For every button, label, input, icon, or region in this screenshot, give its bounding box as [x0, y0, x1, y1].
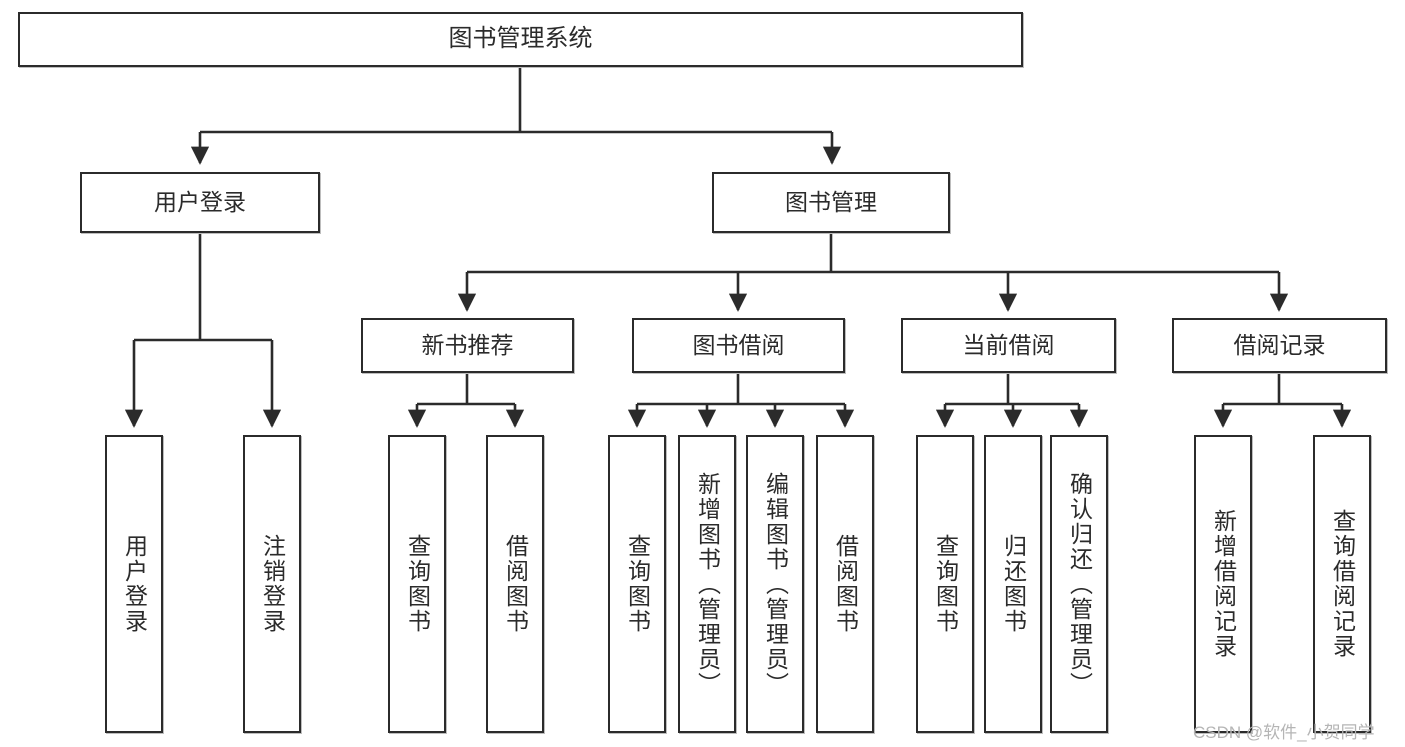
node-leaf-query-book-borrow-label: 查询图书 — [624, 534, 651, 634]
node-leaf-add-book[interactable]: 新增图书（管理员） — [678, 435, 736, 733]
node-root[interactable]: 图书管理系统 — [18, 12, 1023, 67]
node-leaf-add-record-label: 新增借阅记录 — [1210, 509, 1237, 659]
node-leaf-user-logout[interactable]: 注销登录 — [243, 435, 301, 733]
node-leaf-query-book-borrow[interactable]: 查询图书 — [608, 435, 666, 733]
node-book-manage-label: 图书管理 — [785, 188, 877, 215]
node-leaf-user-login[interactable]: 用户登录 — [105, 435, 163, 733]
node-leaf-return-book-label: 归还图书 — [1000, 534, 1027, 634]
node-leaf-query-book-rec[interactable]: 查询图书 — [388, 435, 446, 733]
node-leaf-query-book-cur[interactable]: 查询图书 — [916, 435, 974, 733]
node-leaf-borrow-book-rec[interactable]: 借阅图书 — [486, 435, 544, 733]
node-leaf-query-book-rec-label: 查询图书 — [404, 534, 431, 634]
node-leaf-query-record[interactable]: 查询借阅记录 — [1313, 435, 1371, 733]
node-leaf-add-record[interactable]: 新增借阅记录 — [1194, 435, 1252, 733]
node-new-book-recommend-label: 新书推荐 — [421, 331, 514, 358]
node-leaf-user-logout-label: 注销登录 — [259, 534, 286, 634]
node-leaf-confirm-return[interactable]: 确认归还（管理员） — [1050, 435, 1108, 733]
node-leaf-query-book-cur-label: 查询图书 — [932, 534, 959, 634]
node-leaf-user-login-label: 用户登录 — [121, 534, 148, 634]
node-leaf-return-book[interactable]: 归还图书 — [984, 435, 1042, 733]
node-current-borrow[interactable]: 当前借阅 — [901, 318, 1116, 373]
node-leaf-edit-book[interactable]: 编辑图书（管理员） — [746, 435, 804, 733]
node-root-label: 图书管理系统 — [448, 25, 593, 53]
node-user-login-label: 用户登录 — [154, 188, 246, 215]
node-leaf-confirm-return-label: 确认归还（管理员） — [1066, 471, 1093, 697]
node-user-login[interactable]: 用户登录 — [80, 172, 320, 233]
node-leaf-borrow-book[interactable]: 借阅图书 — [816, 435, 874, 733]
node-current-borrow-label: 当前借阅 — [962, 331, 1055, 358]
node-leaf-borrow-book-rec-label: 借阅图书 — [502, 534, 529, 634]
node-new-book-recommend[interactable]: 新书推荐 — [361, 318, 574, 373]
node-borrow-record-label: 借阅记录 — [1233, 331, 1326, 358]
node-leaf-borrow-book-label: 借阅图书 — [832, 534, 859, 634]
tree-connectors — [124, 67, 1352, 428]
node-leaf-edit-book-label: 编辑图书（管理员） — [762, 471, 789, 697]
node-leaf-query-record-label: 查询借阅记录 — [1329, 509, 1356, 659]
node-borrow-record[interactable]: 借阅记录 — [1172, 318, 1387, 373]
node-book-borrow[interactable]: 图书借阅 — [632, 318, 845, 373]
node-book-manage[interactable]: 图书管理 — [712, 172, 950, 233]
node-book-borrow-label: 图书借阅 — [692, 331, 785, 358]
node-leaf-add-book-label: 新增图书（管理员） — [694, 471, 721, 697]
